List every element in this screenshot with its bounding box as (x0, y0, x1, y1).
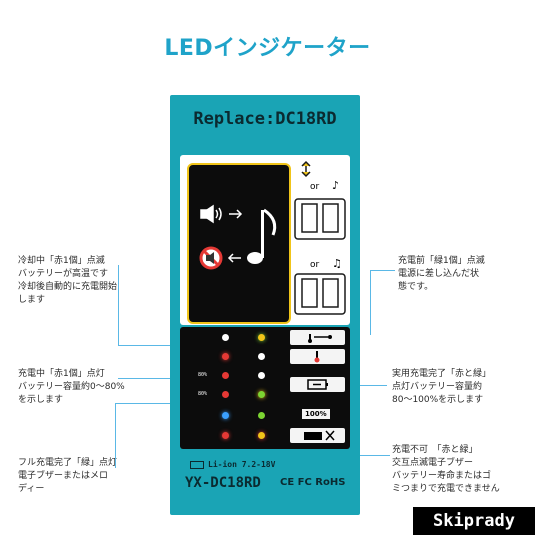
callout-unable: 充電不可 「赤と緑」 交互点滅電子ブザー バッテリー寿命またはゴ ミつまりで充電… (392, 445, 500, 494)
replace-model-label: Replace:DC18RD (193, 109, 337, 129)
percent-label: 80% (198, 372, 208, 378)
music-note-icon: ♪ (332, 179, 339, 192)
full-100-icon: 100% (290, 408, 345, 423)
battery-x-icon (290, 428, 345, 443)
callout-charging: 充電中「赤1個」点灯 バッテリー容量約0〜80% を示します (18, 369, 125, 405)
status-row (180, 427, 350, 445)
connector-line (370, 270, 371, 335)
led-right (258, 334, 265, 341)
callout-full: フル充電完了「緑」点灯 電子ブザーまたはメロ ディー (18, 458, 118, 494)
connector-line (118, 265, 119, 345)
or-label: or (310, 260, 320, 270)
sound-diagram-box (187, 163, 291, 324)
battery-charging-icon (290, 377, 345, 392)
spec-label: Li-ion 7.2-18V YX-DC18RD CE FC RoHS (180, 455, 350, 513)
music-note-icon: ♫ (332, 257, 342, 270)
status-row: 100% (180, 407, 350, 425)
led-right (258, 391, 265, 398)
thermometer-icon (290, 349, 345, 364)
certification-marks: CE FC RoHS (280, 477, 346, 488)
led-status-table: 80% 80% 100% (180, 327, 350, 449)
status-row (180, 329, 350, 347)
connector-line (115, 403, 116, 468)
charger-panel: Replace:DC18RD (170, 95, 360, 515)
led-right (258, 372, 265, 379)
page-title: LEDインジケーター (164, 36, 371, 61)
battery-slot-icon: or or ♪ ♫ (294, 160, 346, 315)
callout-before-charge: 充電前「緑1個」点滅 電源に差し込んだ状 態です。 (398, 256, 485, 292)
model-footer: YX-DC18RD (185, 475, 261, 491)
led-right (258, 353, 265, 360)
connector-line (370, 270, 395, 271)
battery-icon (190, 460, 204, 469)
led-left (222, 391, 229, 398)
callout-practical-charge: 実用充電完了「赤と緑」 点灯バッテリー容量約 80〜100%を示します (392, 369, 492, 405)
voltage-label: Li-ion 7.2-18V (190, 460, 275, 469)
led-right (258, 432, 265, 439)
full-percent-label: 100% (302, 409, 330, 419)
led-left (222, 334, 229, 341)
percent-label: 80% (198, 391, 208, 397)
led-left (222, 412, 229, 419)
connector-line (118, 378, 213, 379)
indicator-diagram: or or ♪ ♫ (180, 155, 350, 325)
led-left (222, 372, 229, 379)
or-label: or (310, 182, 320, 192)
thermometer-plug-icon (290, 330, 345, 345)
led-left (222, 353, 229, 360)
status-row (180, 348, 350, 366)
status-row: 80% (180, 367, 350, 392)
buzzer-music-icon (199, 204, 277, 270)
brand-watermark: Skiprady (413, 507, 535, 535)
status-row: 80% (180, 386, 350, 404)
battery-insertion-diagram: or or ♪ ♫ (290, 159, 350, 324)
led-left (222, 432, 229, 439)
led-right (258, 412, 265, 419)
callout-cooling: 冷却中「赤1個」点滅 バッテリーが高温です 冷却後自動的に充電開始 します (18, 256, 118, 305)
connector-line (118, 345, 212, 346)
